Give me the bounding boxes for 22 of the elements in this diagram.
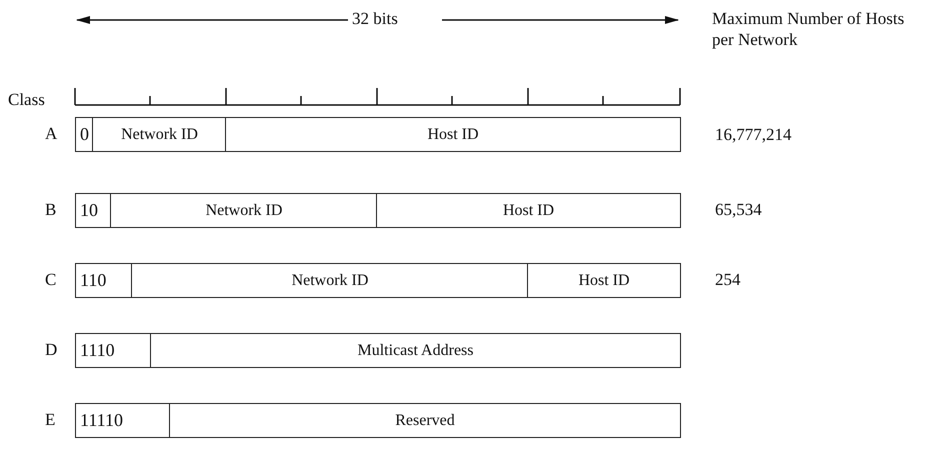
- value-label: 254: [715, 270, 740, 290]
- value-label: 16,777,214: [715, 125, 792, 145]
- address-field: Reserved: [169, 403, 681, 438]
- bit-prefix-field: 1110: [75, 333, 152, 368]
- bit-prefix-field: 10: [75, 193, 112, 228]
- address-field: Host ID: [225, 117, 681, 152]
- row-label: A: [45, 124, 58, 144]
- column-heading: Maximum Number of Hosts per Network: [712, 8, 906, 50]
- bit-prefix-field: 110: [75, 263, 133, 298]
- value-label: 65,534: [715, 200, 762, 220]
- row-label: B: [45, 200, 56, 220]
- address-field: Network ID: [131, 263, 529, 298]
- address-field: Host ID: [376, 193, 681, 228]
- axis-label: Class: [8, 90, 45, 110]
- address-field: Host ID: [527, 263, 681, 298]
- row-label: D: [45, 340, 58, 360]
- address-field: Network ID: [110, 193, 378, 228]
- address-field: Multicast Address: [150, 333, 681, 368]
- row-label: E: [45, 410, 56, 430]
- address-field: Network ID: [92, 117, 227, 152]
- bit-prefix-field: 11110: [75, 403, 171, 438]
- row-label: C: [45, 270, 56, 290]
